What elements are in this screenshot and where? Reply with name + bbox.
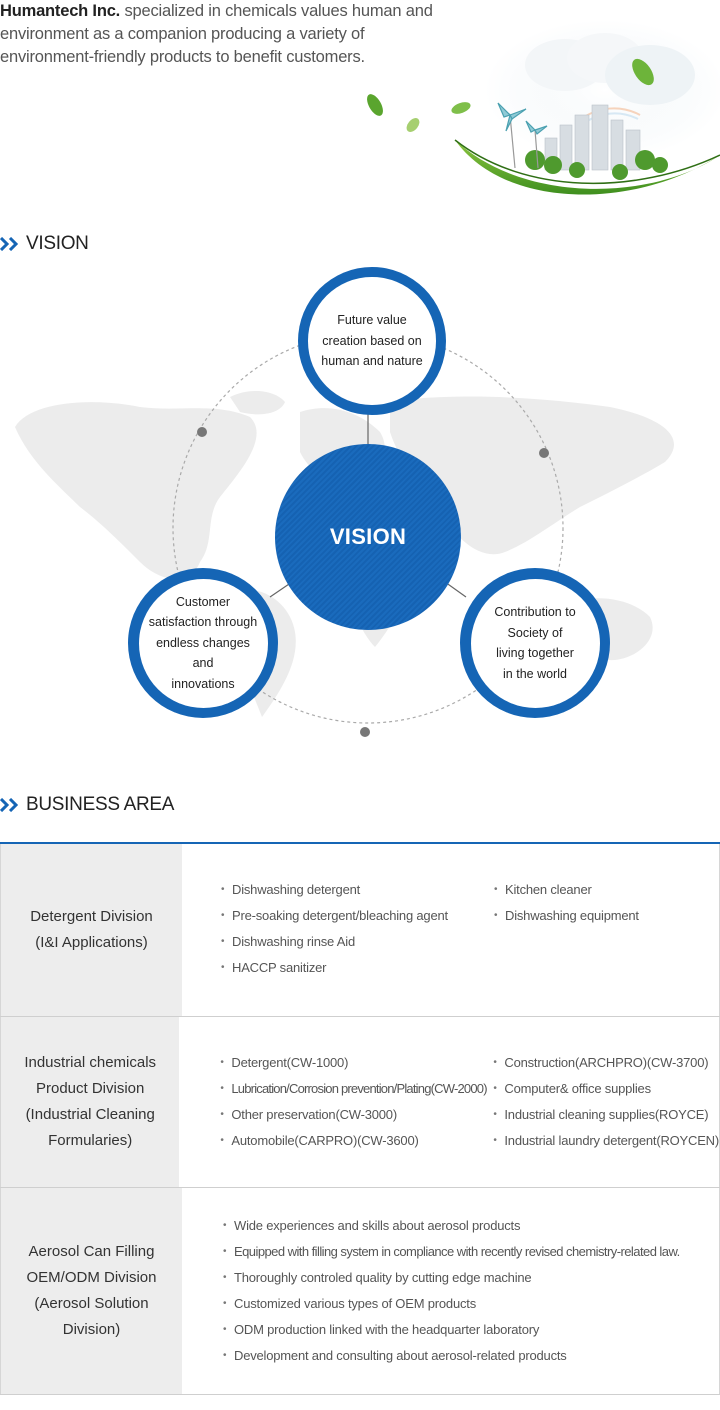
product-list: Detergent(CW-1000) Lubrication/Corrosion… <box>220 1050 504 1187</box>
product-list: Construction(ARCHPRO)(CW-3700) Computer&… <box>493 1050 719 1187</box>
division-label: Aerosol Can Filling OEM/ODM Division (Ae… <box>0 1188 182 1394</box>
list-item: Industrial cleaning supplies(ROYCE) <box>493 1102 719 1128</box>
business-title-text: BUSINESS AREA <box>26 794 175 815</box>
product-list: Wide experiences and skills about aeroso… <box>223 1213 680 1394</box>
business-area-table: Detergent Division (I&I Applications) Di… <box>0 842 720 1395</box>
node-line: in the world <box>503 666 567 681</box>
intro-description: specialized in chemicals values human an… <box>0 2 433 66</box>
list-item: Customized various types of OEM products <box>223 1291 680 1317</box>
list-item: Development and consulting about aerosol… <box>223 1343 680 1369</box>
node-line: living together <box>496 646 574 660</box>
label-line: Detergent Division <box>30 908 153 925</box>
eco-city-leaf-illustration <box>367 20 720 195</box>
list-item: ODM production linked with the headquart… <box>223 1317 680 1343</box>
product-list: Dishwashing detergent Pre-soaking deterg… <box>221 877 505 1016</box>
list-item: HACCP sanitizer <box>221 955 505 981</box>
vision-section-title: VISION <box>0 233 89 255</box>
vision-diagram: Future value creation based on human and… <box>0 262 720 752</box>
list-item: Equipped with filling system in complian… <box>223 1239 680 1265</box>
business-section-title: BUSINESS AREA <box>0 794 174 816</box>
list-item: Dishwashing equipment <box>494 903 639 929</box>
list-item: Automobile(CARPRO)(CW-3600) <box>220 1128 504 1154</box>
double-chevron-icon <box>0 798 19 812</box>
vision-center-label: VISION <box>329 524 407 549</box>
list-item: Lubrication/Corrosion prevention/Plating… <box>220 1076 504 1102</box>
node-line: satisfaction through <box>148 615 258 630</box>
list-item: Other preservation(CW-3000) <box>220 1102 504 1128</box>
list-item: Pre-soaking detergent/bleaching agent <box>221 903 505 929</box>
label-line: (Aerosol Solution <box>34 1295 149 1312</box>
product-list: Kitchen cleaner Dishwashing equipment <box>494 877 639 1016</box>
division-products: Detergent(CW-1000) Lubrication/Corrosion… <box>179 1017 720 1187</box>
node-line: Customer <box>175 594 231 609</box>
list-item: Thoroughly controled quality by cutting … <box>223 1265 680 1291</box>
double-chevron-icon <box>0 237 19 251</box>
list-item: Industrial laundry detergent(ROYCEN) <box>493 1128 719 1154</box>
node-line: Society of <box>507 625 563 640</box>
vision-title-text: VISION <box>26 233 89 254</box>
node-line: Contribution to <box>494 605 576 619</box>
table-row-industrial-chemicals: Industrial chemicals Product Division (I… <box>0 1017 720 1188</box>
node-line: endless changes and <box>156 635 250 671</box>
label-line: OEM/ODM Division <box>26 1269 157 1286</box>
division-label: Industrial chemicals Product Division (I… <box>0 1017 180 1187</box>
list-item: Dishwashing rinse Aid <box>221 929 505 955</box>
node-line: innovations <box>171 676 235 691</box>
label-line: Formularies) <box>48 1132 133 1149</box>
list-item: Kitchen cleaner <box>494 877 639 903</box>
table-row-detergent-division: Detergent Division (I&I Applications) Di… <box>0 844 720 1017</box>
label-line: Product Division <box>35 1080 145 1097</box>
vision-node-contribution-society: Contribution to Society of living togeth… <box>460 568 610 718</box>
node-line: human and nature <box>321 354 423 369</box>
label-line: Division) <box>62 1321 121 1338</box>
vision-node-customer-satisfaction: Customer satisfaction through endless ch… <box>128 568 278 718</box>
node-line: Future value <box>337 313 407 328</box>
list-item: Computer& office supplies <box>493 1076 719 1102</box>
table-row-aerosol-division: Aerosol Can Filling OEM/ODM Division (Ae… <box>0 1188 720 1395</box>
list-item: Detergent(CW-1000) <box>220 1050 504 1076</box>
label-line: (I&I Applications) <box>35 934 148 951</box>
label-line: Industrial chemicals <box>24 1054 157 1071</box>
list-item: Dishwashing detergent <box>221 877 505 903</box>
node-line: creation based on <box>322 333 422 348</box>
intro-text: Humantech Inc. specialized in chemicals … <box>0 0 440 69</box>
company-name: Humantech Inc. <box>0 2 121 20</box>
list-item: Wide experiences and skills about aeroso… <box>223 1213 680 1239</box>
division-label: Detergent Division (I&I Applications) <box>0 844 182 1016</box>
label-line: Aerosol Can Filling <box>28 1243 155 1260</box>
list-item: Construction(ARCHPRO)(CW-3700) <box>493 1050 719 1076</box>
label-line: (Industrial Cleaning <box>25 1106 155 1123</box>
vision-center-circle: VISION <box>275 444 461 630</box>
division-products: Dishwashing detergent Pre-soaking deterg… <box>182 844 720 1016</box>
vision-node-future-value: Future value creation based on human and… <box>298 267 446 415</box>
division-products: Wide experiences and skills about aeroso… <box>182 1188 720 1394</box>
